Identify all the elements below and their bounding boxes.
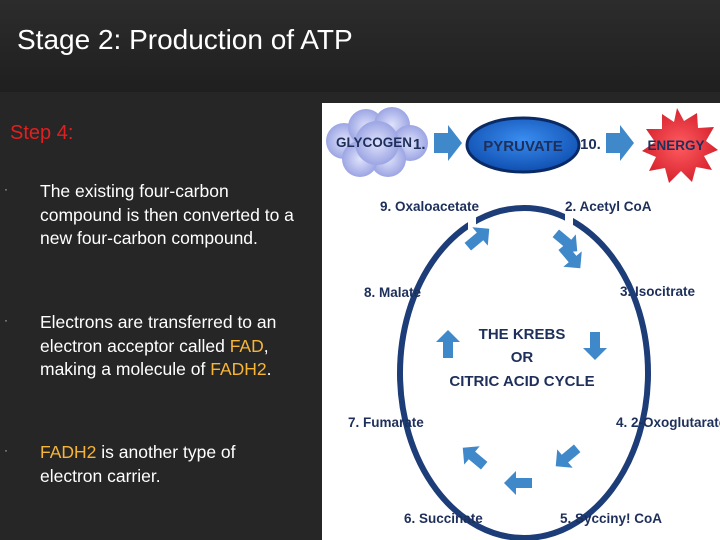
cycle-step-8-label: 8. Malate (364, 285, 422, 300)
cycle-step-9-label: 9. Oxaloacetate (380, 199, 480, 214)
slide-title: Stage 2: Production of ATP (17, 24, 353, 55)
arrow-icon (464, 227, 490, 251)
bullet-marker: · (4, 443, 8, 457)
cycle-step-4-label: 4. 2-Oxoglutarate (616, 415, 720, 430)
cycle-step-5-label: 5. Sycciny! CoA (560, 511, 662, 526)
center-title-line3: CITRIC ACID CYCLE (449, 373, 594, 390)
fad-term: FAD (229, 335, 264, 356)
fadh2-term: FADH2 (210, 359, 267, 379)
arrow-icon (436, 330, 460, 358)
step-heading: Step 4: (10, 122, 74, 144)
step-10-label: 10. (580, 136, 601, 153)
energy-label: ENERGY (647, 138, 704, 153)
center-title-line2: OR (511, 349, 534, 366)
arrow-icon (555, 444, 581, 468)
center-title-line1: THE KREBS (479, 326, 566, 343)
title-band (0, 0, 720, 92)
arrow-icon (558, 243, 582, 269)
fadh2-term: FADH2 (40, 442, 97, 462)
arrow-icon (504, 471, 532, 495)
arrow-icon (606, 125, 634, 161)
arrow-icon (583, 332, 607, 360)
cycle-step-6-label: 6. Succinate (404, 511, 483, 526)
pyruvate-ellipse (465, 116, 581, 174)
glycogen-label: GLYCOGEN (336, 135, 412, 150)
cycle-step-7-label: 7. Fumarate (348, 415, 424, 430)
pyruvate-label: PYRUVATE (483, 138, 562, 155)
glycogen-cloud (326, 107, 428, 177)
bullet-text: The existing four-carbon compound is the… (40, 181, 294, 248)
energy-burst (642, 108, 718, 183)
bullet-marker: · (4, 182, 8, 196)
bullet-text: FADH2 is another type of electron carrie… (40, 442, 236, 486)
arrow-icon (434, 125, 462, 161)
arrow-icon (462, 446, 488, 470)
bullet-marker: · (4, 313, 8, 327)
cycle-step-2-label: 2. Acetyl CoA (565, 199, 652, 214)
step-1-label: 1. (413, 136, 426, 153)
bullet-text: Electrons are transferred to an electron… (40, 312, 277, 379)
krebs-cycle-diagram: GLYCOGEN 1. PYRUVATE 10. ENERGY 9. Oxalo… (322, 103, 720, 540)
cycle-ring (397, 205, 651, 540)
cycle-step-3-label: 3. Isocitrate (620, 284, 696, 299)
arrow-icon (552, 229, 578, 253)
